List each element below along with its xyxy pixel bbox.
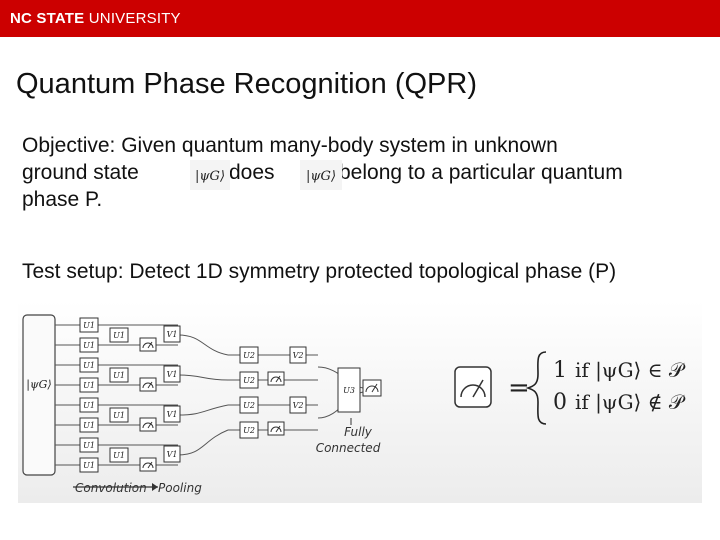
university-banner: NC STATE UNIVERSITY [0,0,720,37]
v1-gate-label: V1 [167,370,178,379]
u1-gate-label: U1 [83,381,95,390]
measurement-symbol-icon [460,379,486,398]
u1-gate-column-2 [109,327,129,463]
convolution-label: Convolution [75,481,147,495]
u1-gate-label: U1 [83,321,95,330]
objective-line-2a: ground state [22,161,139,184]
v1-gate-label: V1 [167,410,178,419]
v2-gate-label: V2 [293,351,304,360]
convolution-arrow-head [152,483,158,491]
inline-ket-formula-2: |ψG⟩ [300,160,342,190]
case0-value: 0 [553,390,567,415]
fully-connected-line-1: Fully [344,425,373,439]
pooling-label: Pooling [158,481,202,495]
u1-gate-label: U1 [83,421,95,430]
u1-gate-label: U1 [83,441,95,450]
ket-text-1: |ψG⟩ [195,169,225,184]
measurement-symbol-box [454,366,492,408]
final-measurement-box [362,379,382,397]
case-brace [525,351,547,425]
measurement-column-1 [139,337,157,472]
input-state-label: |ψG⟩ [26,378,51,392]
u1-gate-label: U1 [113,331,125,340]
u1-gate-label: U1 [83,401,95,410]
equals-sign: = [508,373,530,403]
objective-line-2c: belong to a particular quantum [339,161,623,184]
objective-line-3: phase P. [22,188,103,211]
v1-gate-label: V1 [167,450,178,459]
v1-gate-label: V1 [167,330,178,339]
u2-gate-label: U2 [243,351,255,360]
u1-gate-column-1 [79,317,99,473]
test-setup-text: Test setup: Detect 1D symmetry protected… [22,260,617,283]
fully-connected-block [337,367,361,413]
u1-gate-label: U1 [83,461,95,470]
u1-gate-label: U1 [83,361,95,370]
case1-value: 1 [553,358,567,383]
logo-rest-text: UNIVERSITY [88,10,181,27]
v1-gate-column [163,325,181,463]
u2-gate-label: U2 [243,401,255,410]
final-measurement-icon [365,383,379,393]
slide-title: Quantum Phase Recognition (QPR) [16,68,477,100]
objective-line-2b: does [229,161,275,184]
u1-gate-label: U1 [113,371,125,380]
objective-line-1: Objective: Given quantum many-body syste… [22,134,558,157]
u1-gate-label: U1 [113,411,125,420]
qcnn-circuit-figure: |ψG⟩ U1 U1 U1 U1 U1 [18,300,702,503]
measurement-column-2 [267,371,285,436]
v2-gate-column [289,346,307,414]
u2-gate-label: U2 [243,426,255,435]
u1-gate-label: U1 [113,451,125,460]
university-logo: NC STATE UNIVERSITY [10,10,181,27]
input-state-box [22,314,56,476]
inline-ket-formula-1: |ψG⟩ [190,160,230,190]
v2-gate-label: V2 [293,401,304,410]
case0-condition: if |ψG⟩ ∉ 𝒫 [575,390,686,415]
u3-gate-label: U3 [343,386,355,395]
u2-gate-column [239,346,259,439]
u2-gate-label: U2 [243,376,255,385]
fully-connected-line-2: Connected [316,441,381,455]
logo-bold-text: NC STATE [10,10,85,27]
u1-gate-label: U1 [83,341,95,350]
case1-condition: if |ψG⟩ ∈ 𝒫 [575,358,686,383]
ket-text-2: |ψG⟩ [306,169,336,184]
